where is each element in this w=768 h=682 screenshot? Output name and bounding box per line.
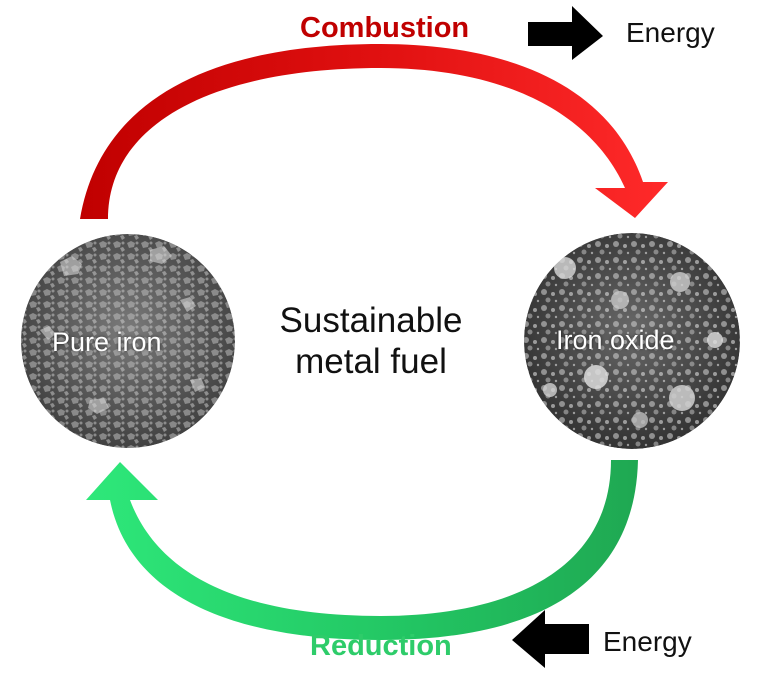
combustion-arrow xyxy=(80,44,668,219)
combustion-label: Combustion xyxy=(300,12,470,44)
iron-oxide-micrograph xyxy=(524,233,740,449)
center-title: Sustainable metal fuel xyxy=(279,301,463,381)
reduction-label: Reduction xyxy=(310,630,452,662)
left-arrow-icon xyxy=(512,610,589,668)
pure-iron-micrograph xyxy=(21,234,235,448)
right-arrow-icon xyxy=(528,6,603,60)
iron-oxide-label: Iron oxide xyxy=(556,325,675,355)
pure-iron-label: Pure iron xyxy=(52,327,162,357)
reduction-arrow xyxy=(86,460,638,640)
energy-input-label: Energy xyxy=(603,626,692,657)
energy-output-label: Energy xyxy=(626,17,715,48)
